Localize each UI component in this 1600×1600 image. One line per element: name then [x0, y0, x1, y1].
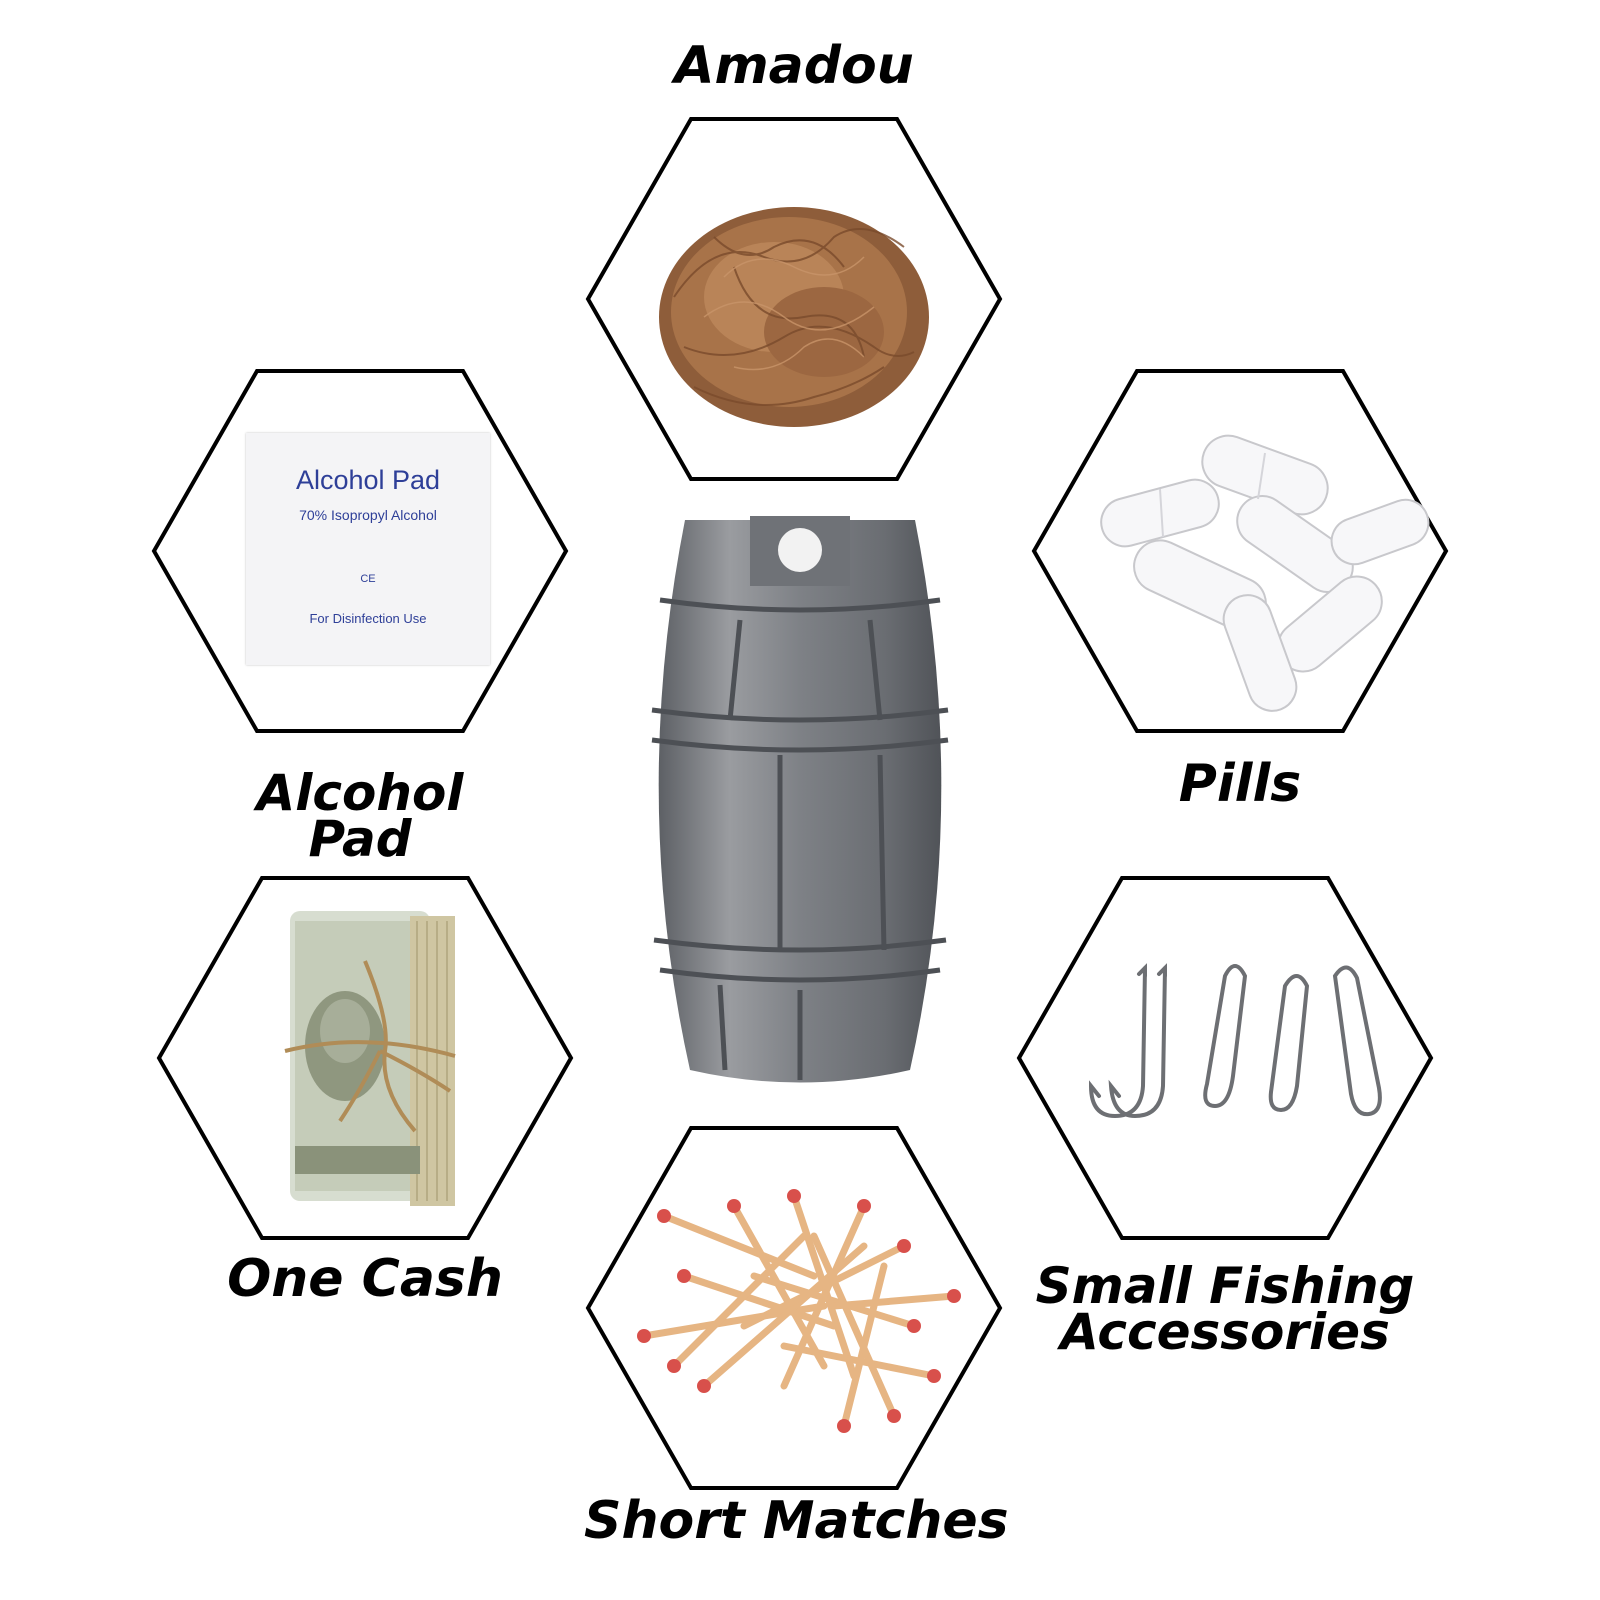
label-fishing-line1: Small Fishing — [1035, 1257, 1415, 1315]
hex-pills — [1030, 369, 1450, 733]
label-fishing-line2: Accessories — [1060, 1303, 1390, 1361]
amadou-image — [659, 207, 929, 427]
hex-frame — [585, 117, 1003, 481]
hex-one-cash — [155, 876, 575, 1240]
cash-roll-image — [284, 911, 456, 1206]
hex-frame — [156, 876, 574, 1240]
packet-ce-mark: CE — [360, 573, 376, 585]
label-pills: Pills — [1178, 754, 1302, 814]
hex-alcohol-pad: Alcohol Pad 70% Isopropyl Alcohol CE For… — [150, 369, 570, 733]
barrel-knob — [778, 528, 822, 572]
barrel-container-image — [651, 516, 949, 1083]
fishing-hooks-image — [1088, 963, 1382, 1119]
packet-title: Alcohol Pad — [295, 465, 441, 495]
label-alcohol-pad-line1: Alcohol — [256, 764, 464, 822]
packet-subtitle: 70% Isopropyl Alcohol — [299, 507, 437, 523]
hex-frame — [1031, 369, 1449, 733]
label-amadou: Amadou — [674, 36, 914, 96]
pills-image — [1100, 434, 1430, 712]
hex-amadou — [584, 117, 1004, 481]
label-one-cash: One Cash — [227, 1249, 503, 1309]
label-alcohol-pad: Alcohol Pad — [150, 764, 570, 868]
hex-fishing-accessories — [1015, 876, 1435, 1240]
hex-short-matches — [584, 1126, 1004, 1490]
hex-frame — [585, 1126, 1003, 1490]
matches-image — [637, 1189, 961, 1433]
label-short-matches: Short Matches — [584, 1491, 1009, 1551]
label-fishing-accessories: Small Fishing Accessories — [1015, 1257, 1435, 1361]
packet-usage: For Disinfection Use — [309, 611, 427, 626]
label-alcohol-pad-line2: Pad — [308, 810, 412, 868]
alcohol-pad-packet: Alcohol Pad 70% Isopropyl Alcohol CE For… — [246, 433, 490, 665]
hex-frame — [1016, 876, 1434, 1240]
